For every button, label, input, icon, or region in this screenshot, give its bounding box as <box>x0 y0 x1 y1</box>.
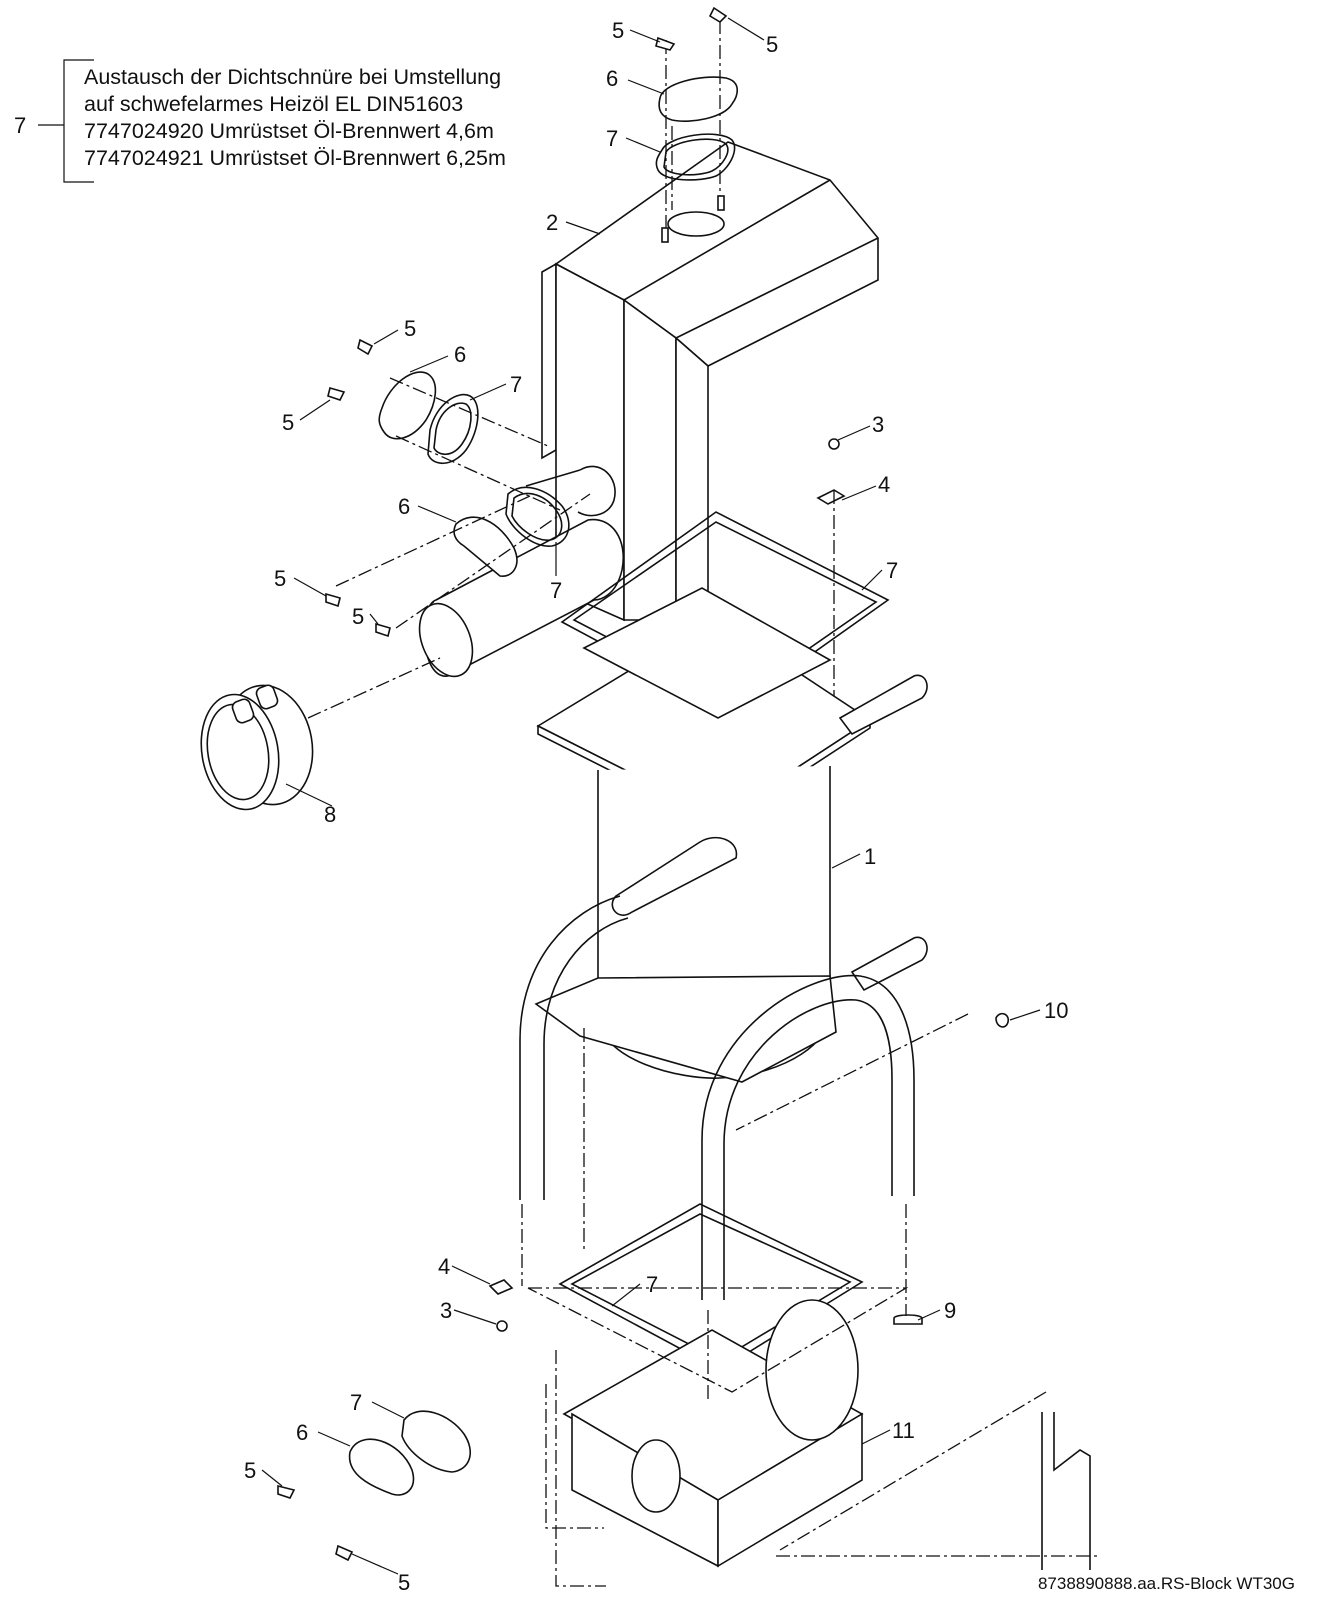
leader-lines <box>261 17 1041 1575</box>
callout-5: 5 <box>244 1458 256 1483</box>
note-line-1: Austausch der Dichtschnüre bei Umstellun… <box>84 65 502 89</box>
note-line-4: 7747024921 Umrüstset Öl-Brennwert 6,25m <box>84 146 506 170</box>
callout-7: 7 <box>606 126 618 151</box>
callout-5: 5 <box>766 32 778 57</box>
callout-7-note: 7 <box>14 113 26 138</box>
callout-4: 4 <box>878 472 890 497</box>
callout-5: 5 <box>282 410 294 435</box>
callout-3: 3 <box>440 1298 452 1323</box>
callout-2: 2 <box>546 210 558 235</box>
callout-8: 8 <box>324 802 336 827</box>
callout-7: 7 <box>350 1390 362 1415</box>
callout-7: 7 <box>550 578 562 603</box>
callout-3: 3 <box>872 412 884 437</box>
callout-5: 5 <box>612 18 624 43</box>
note-line-2: auf schwefelarmes Heizöl EL DIN51603 <box>84 92 464 116</box>
callout-11: 11 <box>892 1418 915 1443</box>
callout-4: 4 <box>438 1254 450 1279</box>
heat-exchanger-body <box>534 511 928 1083</box>
callout-7: 7 <box>886 558 898 583</box>
callout-5: 5 <box>352 604 364 629</box>
lower-assembly <box>277 438 1100 1587</box>
drawing-reference: 8738890888.aa.RS-Block WT30G <box>1037 1574 1295 1593</box>
top-cover-assembly <box>655 6 739 243</box>
note-line-3: 7747024920 Umrüstset Öl-Brennwert 4,6m <box>84 119 494 143</box>
callout-6: 6 <box>296 1420 308 1445</box>
note-bracket <box>38 59 94 183</box>
parts-note: Austausch der Dichtschnüre bei Umstellun… <box>84 64 506 172</box>
support-tubes <box>519 895 915 1300</box>
callout-7: 7 <box>510 372 522 397</box>
callout-5: 5 <box>274 566 286 591</box>
callout-10: 10 <box>1044 998 1068 1023</box>
callout-6: 6 <box>606 66 618 91</box>
left-flue-outlet <box>200 338 624 811</box>
callout-9: 9 <box>944 1298 956 1323</box>
callout-5: 5 <box>398 1570 410 1595</box>
callout-1: 1 <box>864 844 876 869</box>
pipe-clamp <box>200 684 314 811</box>
callout-5: 5 <box>404 316 416 341</box>
callout-7: 7 <box>646 1272 658 1297</box>
callout-6: 6 <box>398 494 410 519</box>
callouts: 7 5 5 6 7 2 5 6 7 5 6 7 5 5 8 3 4 7 1 10… <box>14 18 1068 1595</box>
callout-6: 6 <box>454 342 466 367</box>
